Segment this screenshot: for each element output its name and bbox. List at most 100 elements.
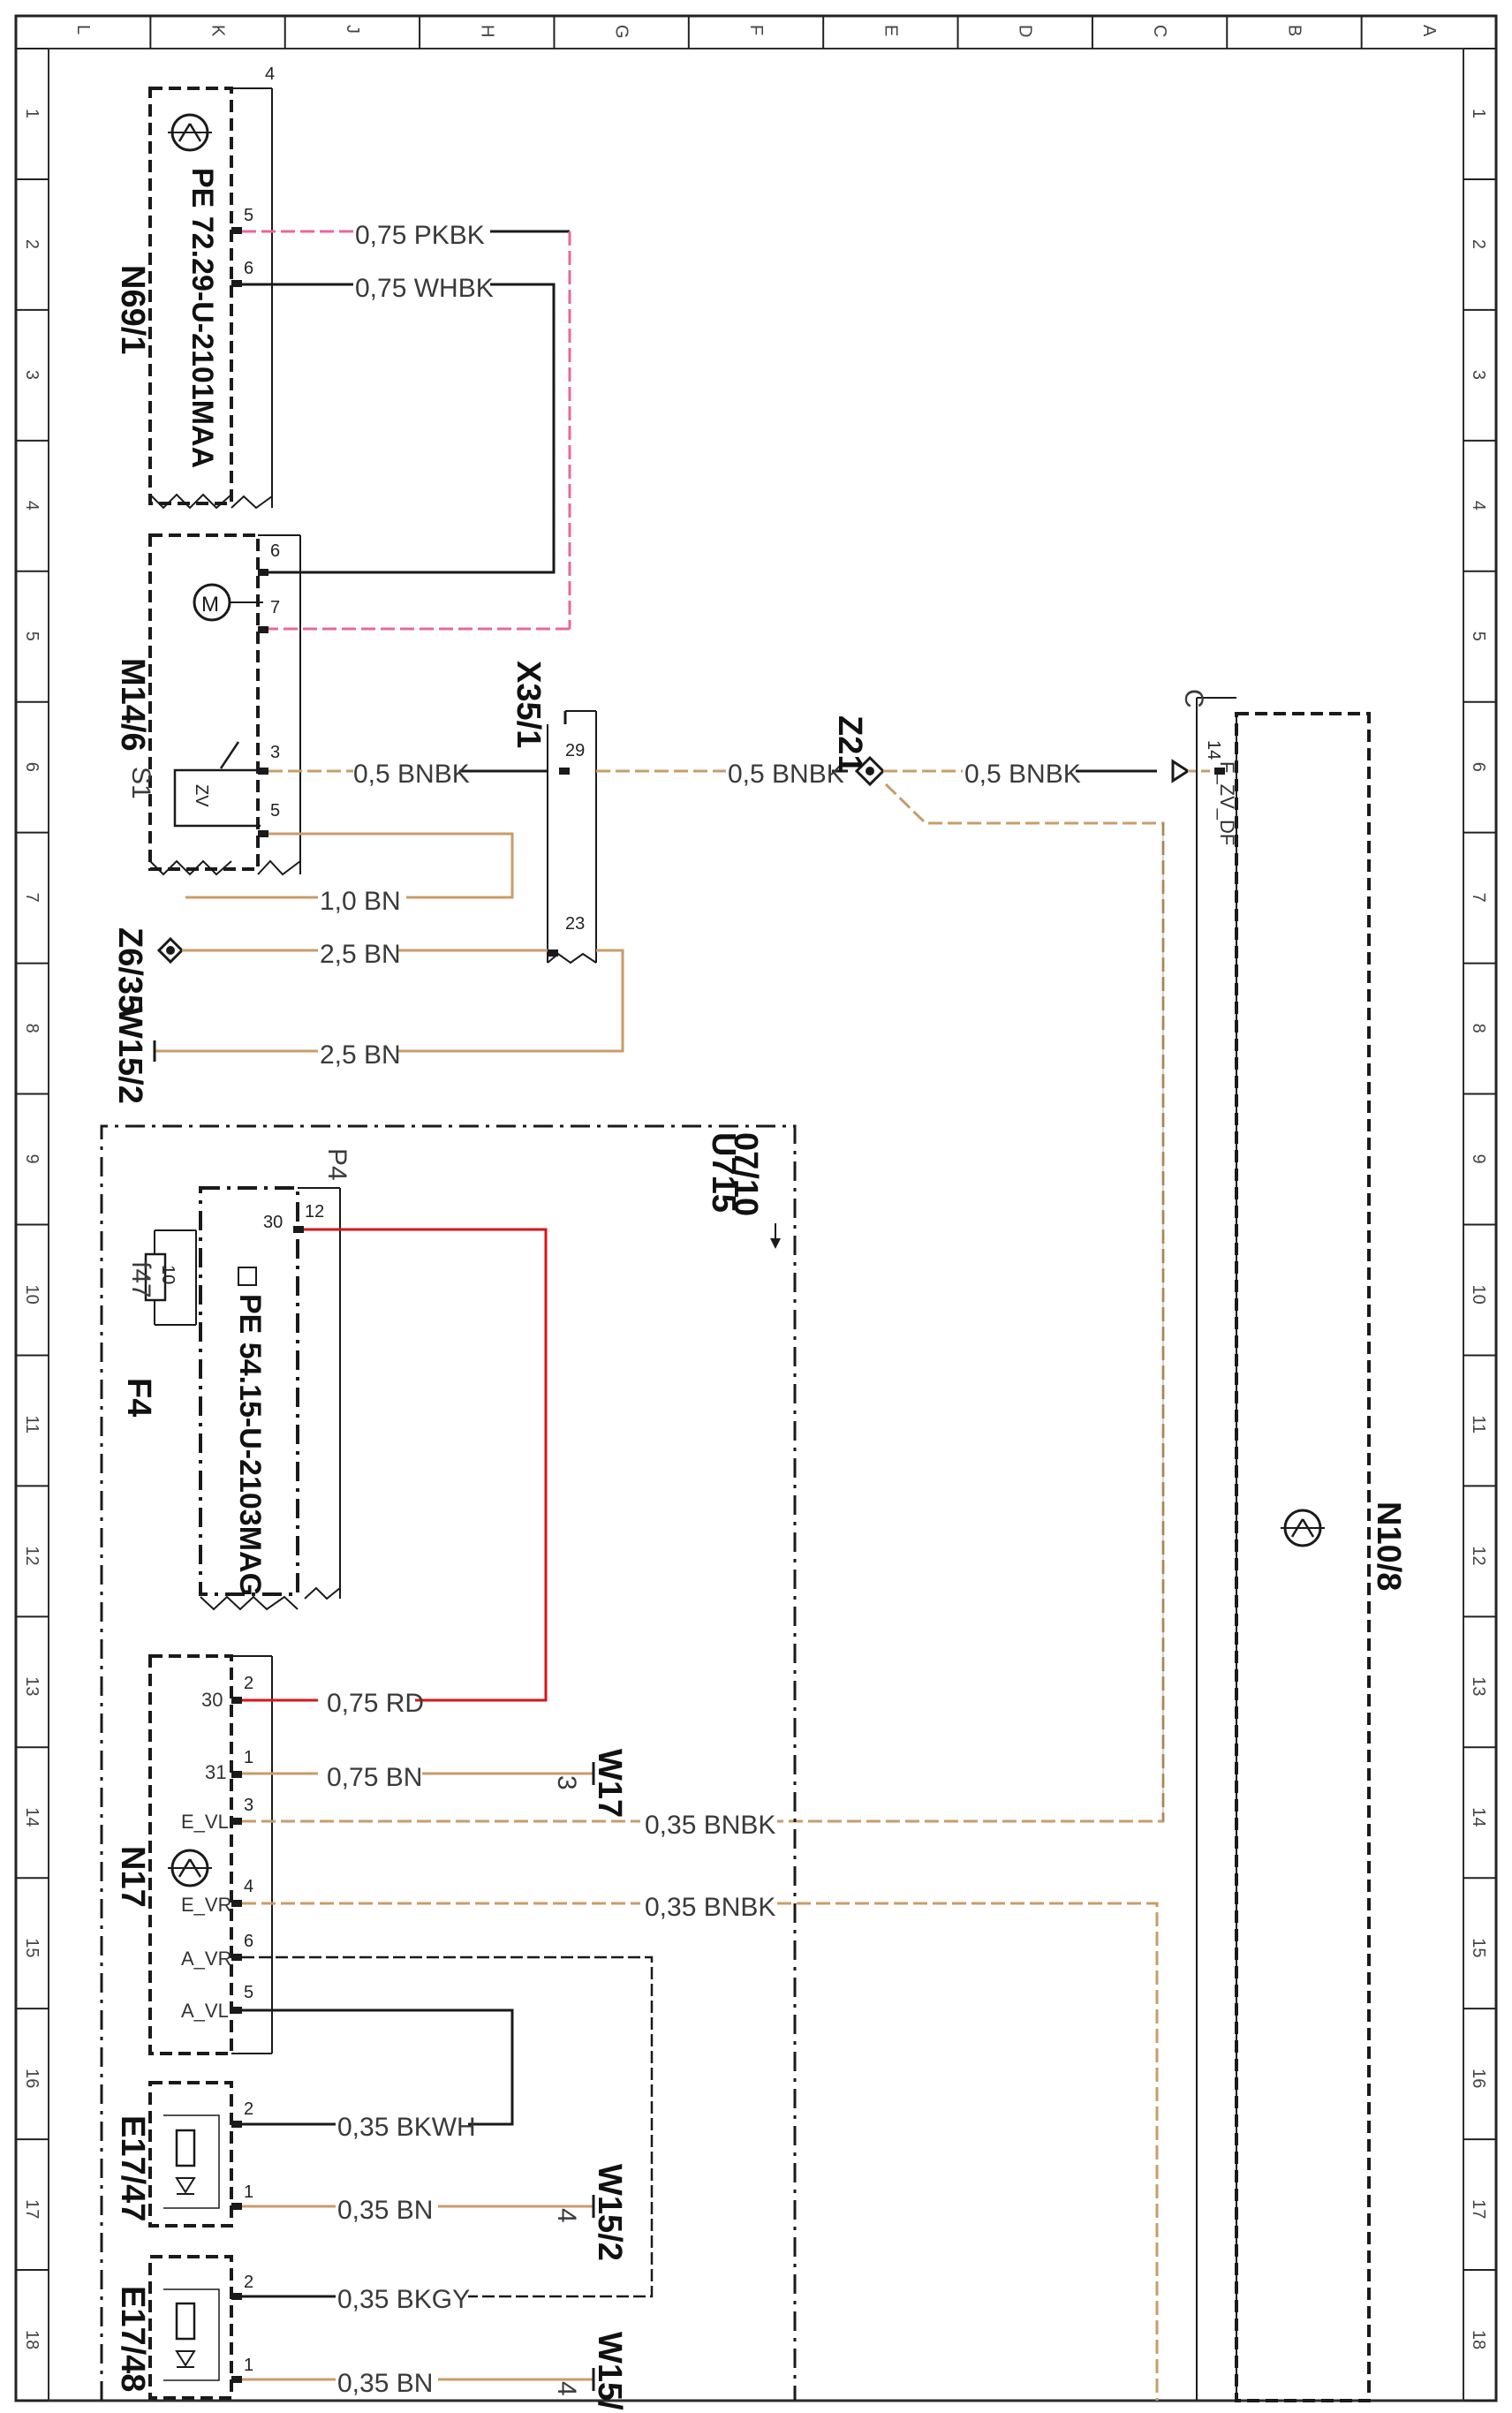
component-e17-47: E17/47 2 1 bbox=[114, 2081, 253, 2228]
component-m14-6: M M14/6 S1 ZV 6 7 3 5 bbox=[114, 533, 301, 876]
wire-label-e47-bn: 0,35 BN bbox=[337, 2196, 433, 2225]
frame-row-label-left: 8 bbox=[22, 1024, 42, 1033]
wire-n17-pin6 bbox=[242, 1955, 654, 2298]
n17-pin-3: 3 bbox=[244, 1796, 253, 1815]
wire-n17-pin4: 0,35 BNBK bbox=[242, 1893, 1159, 2401]
component-e17-48: E17/48 2 1 bbox=[114, 2255, 253, 2400]
wire-z21-out: 0,5 BNBK bbox=[883, 759, 1214, 789]
svg-text:M: M bbox=[201, 593, 219, 616]
wire-z21-down bbox=[777, 783, 1165, 1823]
wire-label-whbk: 0,75 WHBK bbox=[355, 274, 494, 303]
wire-n17-pin2: 0,75 RD bbox=[242, 1689, 424, 1718]
n69-label: N69/1 bbox=[114, 265, 151, 354]
wire-n69-pin6: 0,75 WHBK bbox=[242, 274, 556, 574]
frame-row-label-left: 18 bbox=[22, 2330, 42, 2349]
wire-m14-pin3: 0,5 BNBK bbox=[268, 760, 548, 789]
frame-row-label-left: 1 bbox=[22, 109, 42, 118]
area-u715: 07/10 U715 bbox=[100, 1124, 797, 2401]
wire-label-evr-bnbk: 0,35 BNBK bbox=[645, 1893, 775, 1922]
w15-b-pin: 4 bbox=[552, 2208, 581, 2223]
wire-n17-pin5 bbox=[242, 2008, 514, 2126]
switch-icon bbox=[173, 741, 261, 828]
frame-row-label-right: 17 bbox=[1469, 2199, 1488, 2219]
frame-row-label-right: 7 bbox=[1469, 893, 1488, 903]
wire-label-n17-075bn: 0,75 BN bbox=[327, 1763, 422, 1792]
wire-n17-pin3: 0,35 BNBK bbox=[242, 1811, 775, 1840]
motor-icon: M bbox=[193, 583, 263, 622]
frame-row-label-right: 8 bbox=[1469, 1024, 1488, 1033]
u715-ref: 07/10 bbox=[727, 1132, 764, 1216]
wire-label-e48-bn: 0,35 BN bbox=[337, 2369, 433, 2398]
frame-row-label-left: 15 bbox=[22, 1938, 42, 1957]
frame-col-label: A bbox=[1419, 25, 1439, 37]
n17-sig-avr: A_VR bbox=[181, 1948, 231, 1970]
m14-pin-6: 6 bbox=[270, 541, 280, 561]
ecu-icon bbox=[168, 113, 212, 152]
wire-label-pkbk: 0,75 PKBK bbox=[355, 221, 485, 250]
w15-c-pin: 4 bbox=[552, 2381, 581, 2396]
wire-label-evl-bnbk: 0,35 BNBK bbox=[645, 1811, 775, 1840]
wire-label-z21-bnbk: 0,5 BNBK bbox=[964, 760, 1081, 789]
splice-z6-35: Z6/35 bbox=[111, 927, 185, 1013]
wire-label-w15-25bn: 2,5 BN bbox=[320, 1040, 401, 1070]
n10-pin-14: 14 bbox=[1204, 740, 1223, 760]
m14-switch-label: ZV bbox=[192, 784, 211, 807]
frame-row-label-right: 2 bbox=[1469, 239, 1488, 249]
f4-pin-12: 12 bbox=[305, 1202, 324, 1222]
frame-col-label: J bbox=[343, 25, 362, 34]
n17-pin-4: 4 bbox=[244, 1877, 253, 1896]
f4-pe-icon bbox=[238, 1267, 257, 1286]
n17-sig-evl: E_VL bbox=[181, 1811, 229, 1833]
x35-pin-29: 29 bbox=[565, 741, 585, 760]
n17-label: N17 bbox=[114, 1846, 151, 1908]
n10-conn: C bbox=[1179, 689, 1208, 708]
frame-row-label-left: 14 bbox=[22, 1807, 42, 1827]
wire-w15-out: 2,5 BN W15/2 bbox=[111, 949, 624, 1104]
n17-ecu-icon bbox=[168, 1849, 212, 1887]
wire-e48-pin2: 0,35 BKGY bbox=[242, 2285, 470, 2314]
e47-pin-1: 1 bbox=[244, 2182, 253, 2202]
wire-label-x35-bnbk: 0,5 BNBK bbox=[728, 760, 844, 789]
frame-col-label: B bbox=[1284, 25, 1304, 36]
e48-pin-2: 2 bbox=[244, 2273, 253, 2292]
wire-f4-red bbox=[304, 1228, 548, 1702]
frame-row-label-right: 13 bbox=[1469, 1676, 1488, 1696]
e48-label: E17/48 bbox=[114, 2286, 151, 2392]
n17-pin-5: 5 bbox=[244, 1983, 253, 2002]
m14-pin-7: 7 bbox=[270, 598, 280, 617]
frame-row-label-left: 5 bbox=[22, 632, 42, 641]
frame-row-label-right: 5 bbox=[1469, 632, 1488, 641]
u715-code: U715 bbox=[705, 1132, 742, 1213]
frame-row-label-right: 4 bbox=[1469, 501, 1488, 511]
wire-x35-out: 0,5 BNBK bbox=[596, 760, 848, 789]
wire-label-bkwh: 0,35 BKWH bbox=[337, 2113, 476, 2142]
e48-pin-1: 1 bbox=[244, 2356, 253, 2375]
frame-row-label-left: 10 bbox=[22, 1284, 42, 1304]
frame-row-label-left: 2 bbox=[22, 239, 42, 249]
frame-col-label: D bbox=[1016, 25, 1035, 37]
wire-label-z6-25bn: 2,5 BN bbox=[320, 940, 401, 969]
connector-x35-1: X35/1 29 23 bbox=[510, 661, 597, 964]
f4-conn: P4 bbox=[322, 1148, 352, 1181]
frame-col-label: G bbox=[612, 25, 631, 39]
frame-row-label-left: 11 bbox=[22, 1415, 42, 1433]
m14-label: M14/6 bbox=[114, 658, 151, 752]
frame-col-label: C bbox=[1150, 25, 1169, 37]
frame-row-label-right: 11 bbox=[1469, 1415, 1488, 1433]
e47-pin-2: 2 bbox=[244, 2099, 253, 2119]
n17-sig-31: 31 bbox=[205, 1761, 226, 1783]
m14-switch-name: S1 bbox=[126, 767, 155, 799]
wire-z6-out: 2,5 BN bbox=[182, 940, 548, 969]
n10-label: N10/8 bbox=[1370, 1502, 1407, 1591]
z21-label: Z21 bbox=[831, 715, 868, 773]
wire-m14-pin5: 1,0 BN bbox=[185, 832, 514, 916]
component-n69-1: PE 72.29-U-2101MAA N69/1 4 5 6 bbox=[114, 64, 275, 510]
w15-b-label: W15/2 bbox=[591, 2164, 628, 2261]
f4-pe-ref: PE 54.15-U-2103MAG bbox=[233, 1294, 267, 1596]
fuse-icon bbox=[144, 1229, 197, 1326]
component-n10-8: C 14 F_ZV_DF N10/8 bbox=[1179, 689, 1407, 2402]
frame-row-label-right: 3 bbox=[1469, 370, 1488, 380]
frame-row-label-left: 13 bbox=[22, 1676, 42, 1696]
wire-label-10bn: 1,0 BN bbox=[320, 887, 401, 916]
